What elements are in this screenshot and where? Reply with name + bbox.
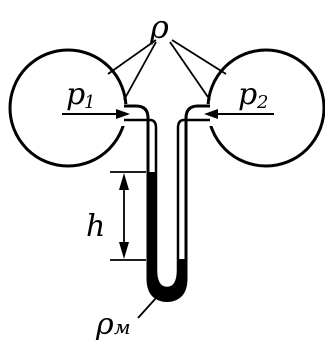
tube-inner-right	[176, 118, 210, 270]
p2-label: p	[238, 77, 257, 112]
h-arrow-bottom	[119, 242, 129, 259]
manometric-fluid	[148, 172, 186, 302]
p1-subscript: 1	[84, 92, 95, 113]
h-label: h	[86, 209, 105, 244]
p1-label: p	[66, 77, 85, 112]
p1-arrow-head	[116, 109, 130, 119]
rho-label: ρ	[149, 8, 169, 46]
tube-outer-wall	[124, 104, 210, 302]
rho-leader-2	[123, 41, 157, 101]
tube-inner-left	[124, 118, 158, 270]
rho-m-label: ρ	[95, 307, 114, 340]
neck	[150, 60, 184, 106]
rho-leader-1	[107, 39, 157, 75]
p2-subscript: 2	[256, 92, 268, 113]
p2-arrow-head	[204, 109, 218, 119]
rho-leader-3	[169, 41, 211, 101]
h-arrow-top	[119, 173, 129, 190]
rho-m-leader	[137, 297, 157, 319]
rho-m-subscript: м	[114, 315, 131, 339]
rho-leader-4	[171, 39, 227, 75]
